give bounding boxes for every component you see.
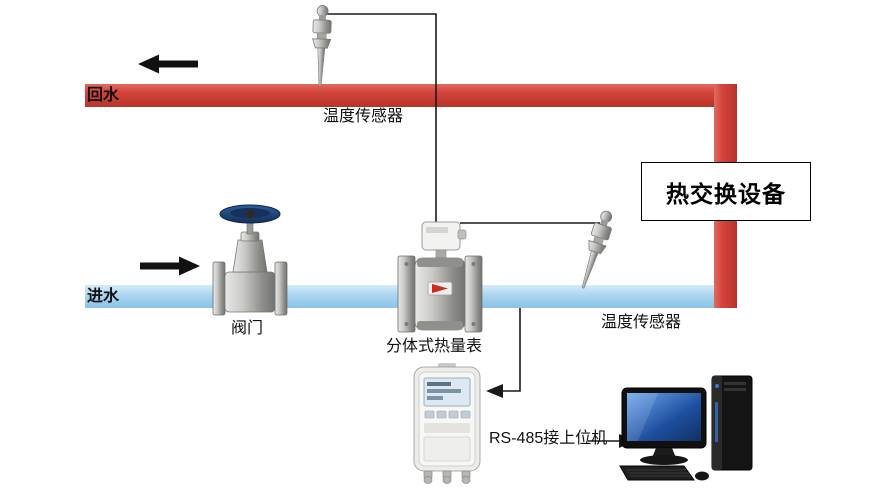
computer-illustration <box>619 375 753 481</box>
flow-arrow-left-icon <box>138 54 198 74</box>
meter-to-controller-line <box>502 308 521 392</box>
flow-direction-mark-icon <box>432 284 448 293</box>
valve-right-flange <box>274 261 288 316</box>
computer-monitor <box>621 387 707 465</box>
heat-meter-label: 分体式热量表 <box>386 338 483 355</box>
valve-left-flange <box>212 261 226 316</box>
heat-meter-illustration <box>397 221 483 333</box>
computer-mouse <box>695 471 709 481</box>
valve-bonnet <box>232 239 268 273</box>
temp-sensor-bottom-label: 温度传感器 <box>601 314 682 331</box>
flow-arrow-right-icon <box>140 256 200 276</box>
meter-left-flange <box>397 255 416 333</box>
sensor1-to-meter-line <box>321 13 437 226</box>
controller-buttons <box>424 410 471 419</box>
return-pipe-horizontal <box>85 84 737 107</box>
controller-illustration <box>413 363 481 484</box>
heat-exchanger-label: 热交换设备 <box>666 180 786 207</box>
valve-handwheel <box>219 204 281 224</box>
temperature-sensor-top-illustration <box>310 4 333 87</box>
monitor-screen <box>627 393 701 441</box>
controller-cable-glands <box>423 470 471 484</box>
signal-lines <box>321 13 620 442</box>
rs485-label: RS-485接上位机 <box>489 430 608 447</box>
valve-label: 阀门 <box>231 320 264 337</box>
controller-arrowhead-icon <box>486 384 503 398</box>
valve-body <box>224 271 276 313</box>
valve-illustration <box>212 204 288 316</box>
heat-exchanger-box: 热交换设备 <box>641 162 811 221</box>
meter-converter <box>421 221 461 251</box>
return-water-label: 回水 <box>87 87 120 104</box>
inlet-water-label: 进水 <box>87 288 120 305</box>
computer-tower <box>711 375 753 471</box>
temperature-sensor-bottom-illustration <box>573 208 617 292</box>
temp-sensor-top-label: 温度传感器 <box>323 108 404 125</box>
meter-right-flange <box>464 255 483 333</box>
computer-keyboard <box>619 465 695 481</box>
